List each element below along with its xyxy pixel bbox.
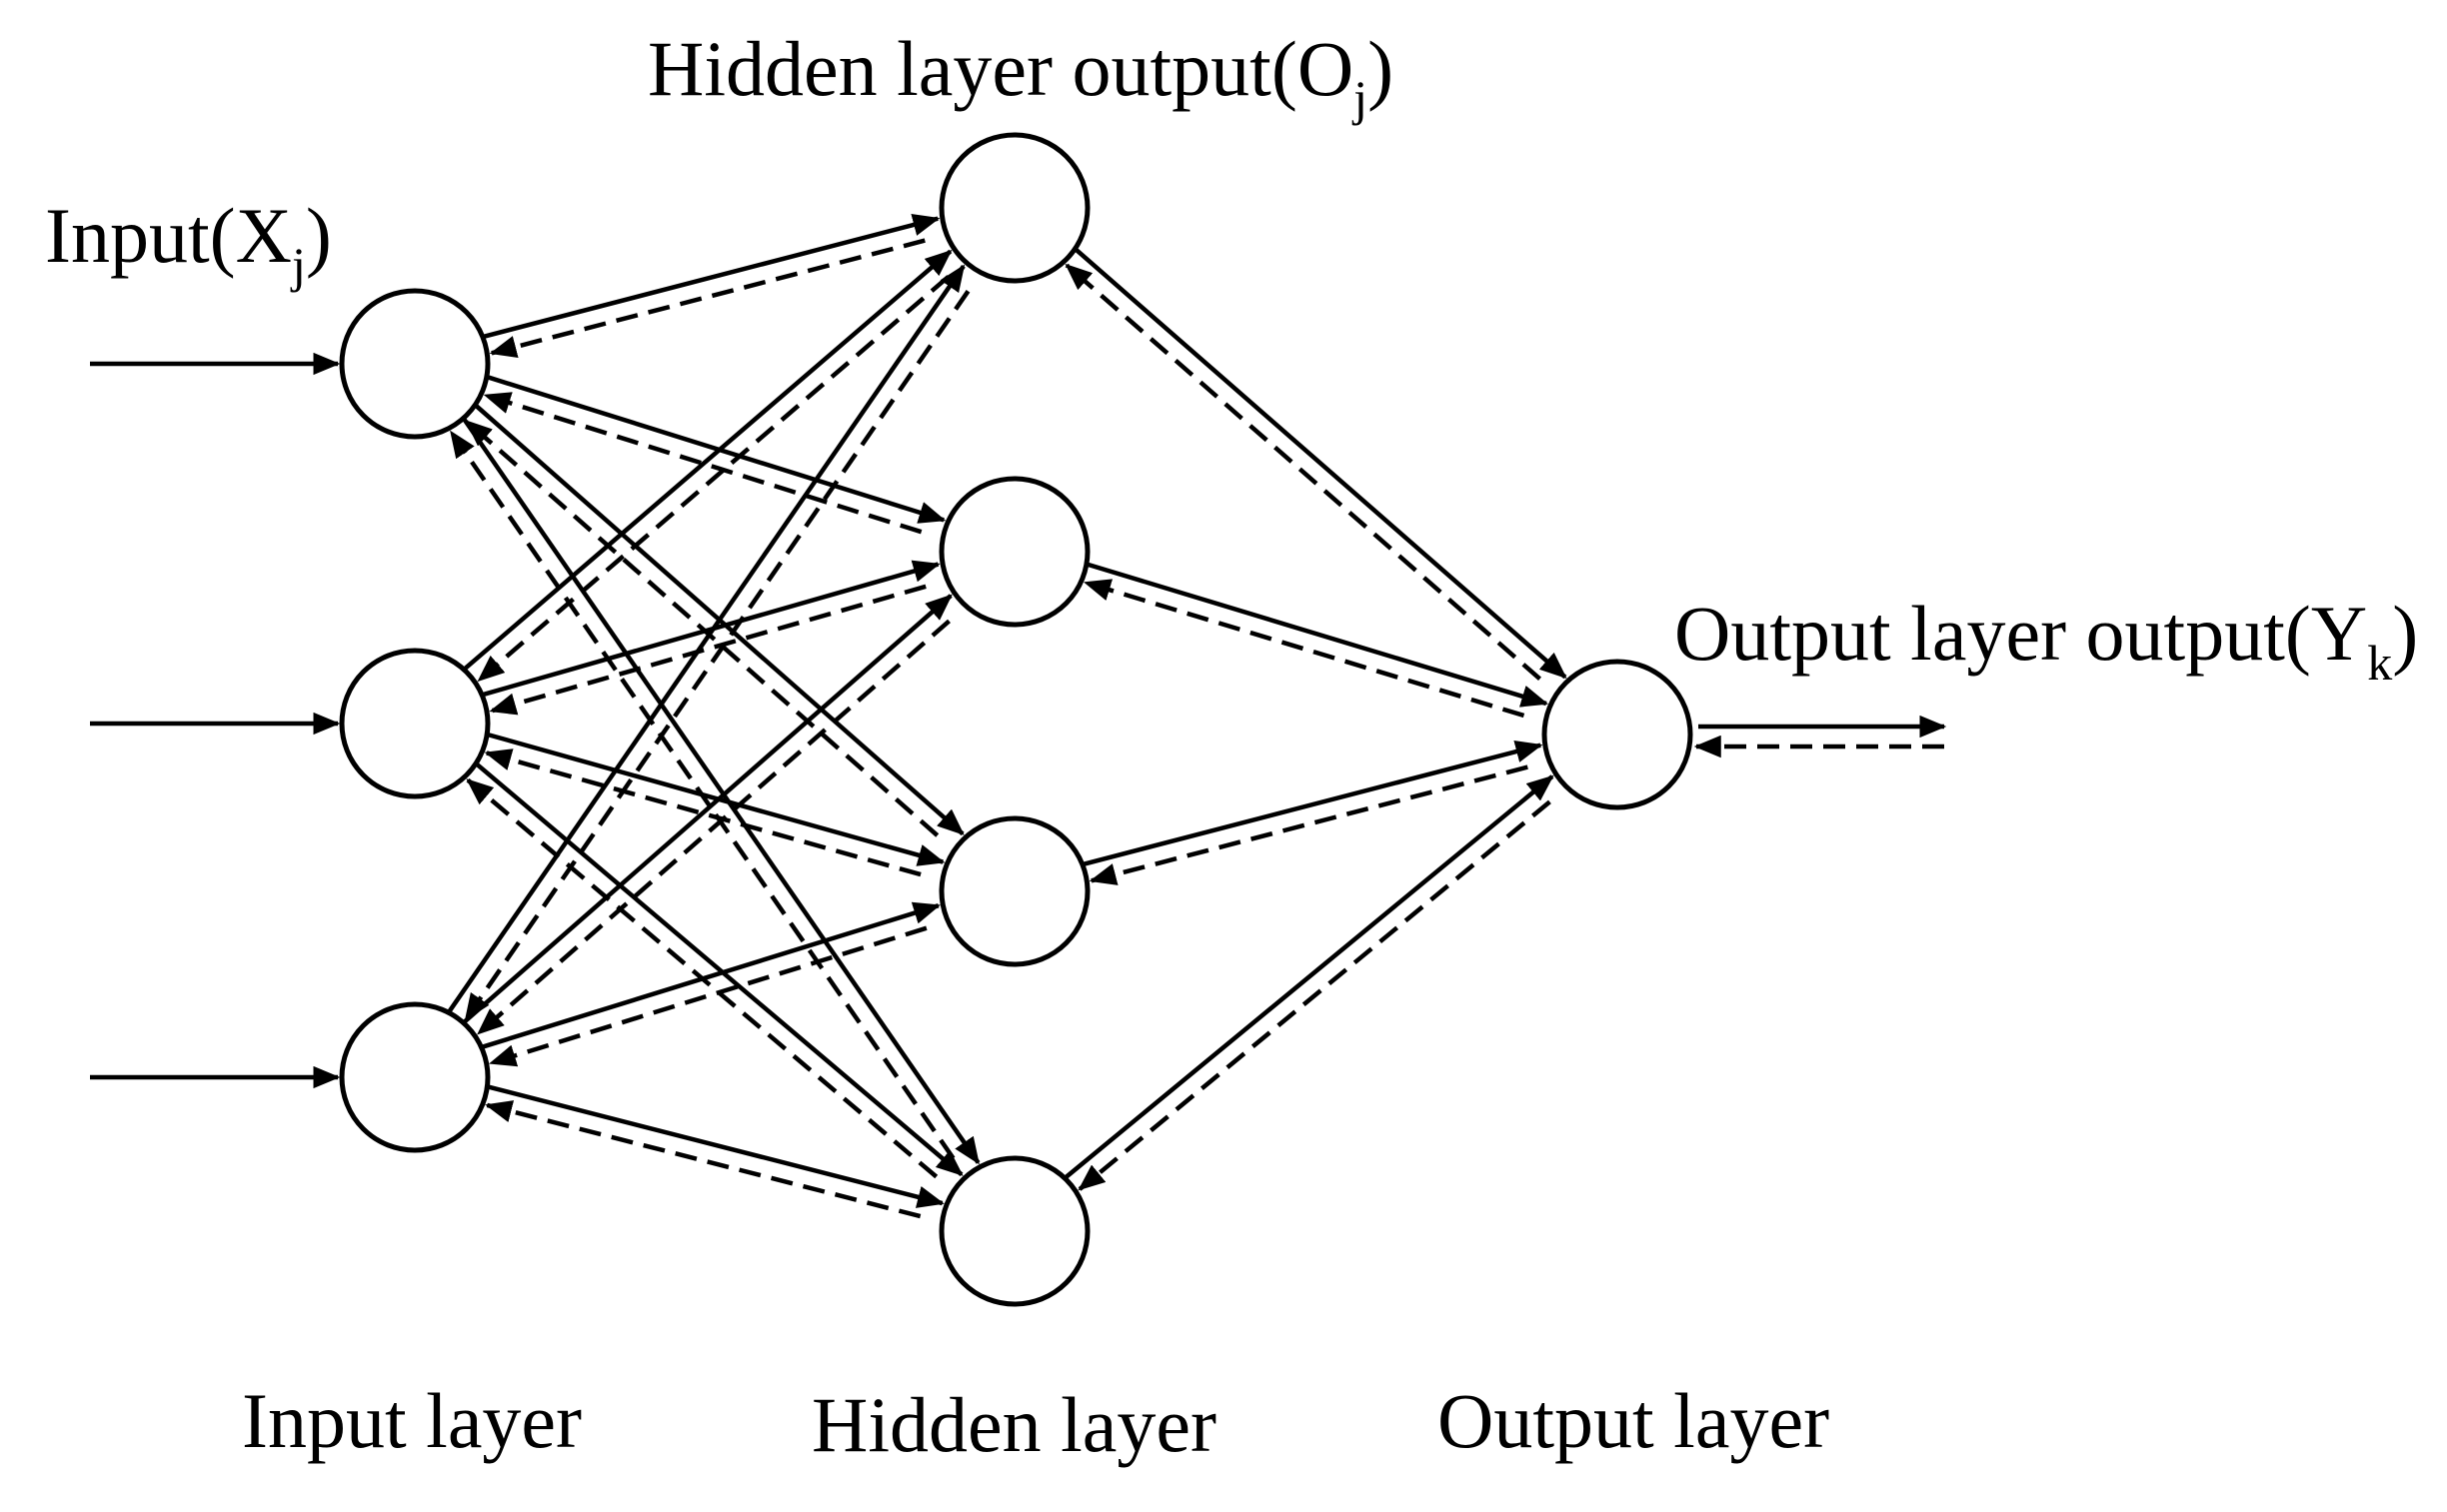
edge-hidden3-output1-backward-arrow <box>1089 764 1528 885</box>
edge-input3-hidden2-backward-arrow <box>477 619 951 1035</box>
edge-input3-hidden4-backward-arrow <box>485 1100 922 1219</box>
hidden-node-1 <box>939 132 1091 284</box>
output-output-label: Output layer output(Yk) <box>1674 590 2418 691</box>
edge-input2-hidden1-forward-arrow <box>463 249 953 672</box>
hidden-layer-label: Hidden layer <box>812 1381 1217 1468</box>
edge-input3-hidden2-forward-arrow <box>462 594 953 1024</box>
edge-input1-hidden1-backward-arrow <box>489 238 926 358</box>
edge-input2-hidden4-forward-arrow <box>475 761 964 1177</box>
edge-input1-hidden3-backward-arrow <box>465 419 940 837</box>
edge-input1-hidden4-forward-arrow <box>462 417 981 1165</box>
edge-hidden4-output1-backward-arrow <box>1078 799 1551 1191</box>
edge-input3-hidden1-backward-arrow <box>464 290 971 1021</box>
edge-hidden2-output1-backward-arrow <box>1083 579 1525 719</box>
edge-hidden1-output1-backward-arrow <box>1065 263 1541 681</box>
input-node-2 <box>339 648 491 799</box>
nodes <box>339 132 1693 1307</box>
edge-hidden2-output1-forward-arrow <box>1086 562 1549 708</box>
edge-hidden4-output1-forward-arrow <box>1064 774 1554 1180</box>
hidden-node-2 <box>939 476 1091 628</box>
output-node-1 <box>1541 659 1693 810</box>
edge-input2-hidden2-backward-arrow <box>489 584 927 716</box>
edge-input2-hidden1-backward-arrow <box>477 275 951 683</box>
edge-input3-hidden3-backward-arrow <box>489 925 928 1067</box>
edge-input3-hidden4-forward-arrow <box>487 1084 945 1208</box>
edge-input1-hidden1-forward-arrow <box>482 214 941 340</box>
edge-hidden1-output1-forward-arrow <box>1074 247 1567 680</box>
connections <box>90 214 1947 1219</box>
edge-input1-hidden2-forward-arrow <box>486 375 947 524</box>
input-label: Input(Xj) <box>45 192 332 293</box>
input-node-1 <box>339 288 491 440</box>
edge-hidden3-output1-forward-arrow <box>1082 741 1543 867</box>
input-node-3 <box>339 1001 491 1153</box>
edge-input2-hidden3-forward-arrow <box>487 732 946 866</box>
hidden-node-3 <box>939 815 1091 967</box>
edge-input3-hidden3-forward-arrow <box>481 901 941 1049</box>
edge-input1-hidden2-backward-arrow <box>483 392 923 535</box>
hidden-output-label: Hidden layer output(Oj) <box>648 25 1393 126</box>
hidden-node-4 <box>939 1155 1091 1307</box>
edge-input3-hidden1-forward-arrow <box>447 264 966 1014</box>
input-layer-label: Input layer <box>242 1377 582 1464</box>
output-layer-label: Output layer <box>1437 1377 1829 1464</box>
edge-input2-hidden3-backward-arrow <box>484 749 922 877</box>
